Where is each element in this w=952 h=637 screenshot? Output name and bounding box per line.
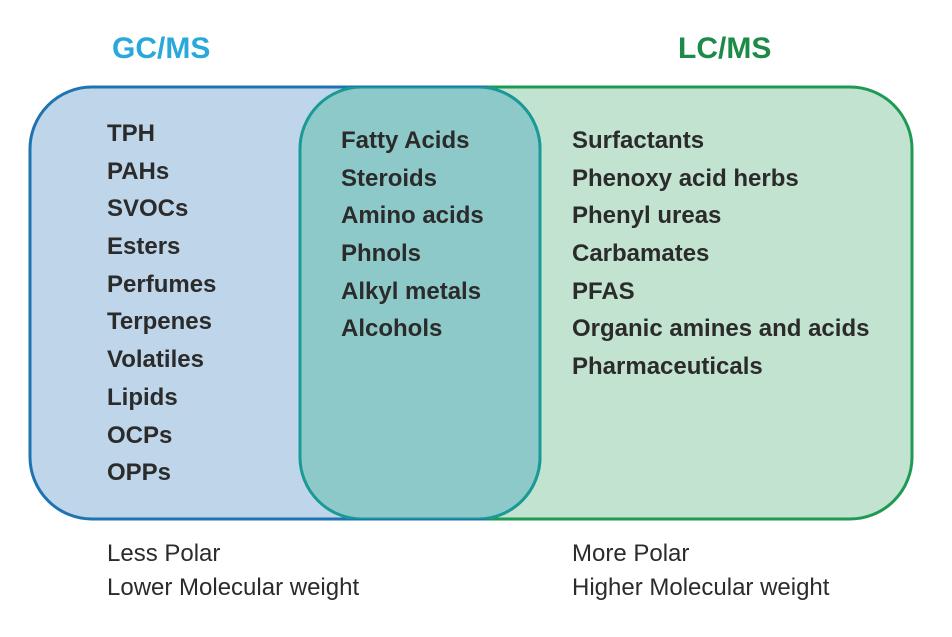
list-item: SVOCs [107,195,189,223]
list-item: Phnols [341,240,422,268]
lcms-title: LC/MS [678,32,772,65]
polarity-label: Less Polar [107,540,221,567]
gcms-only-list: TPH PAHs SVOCs Esters Perfumes Terpenes … [107,115,216,492]
list-item: Pharmaceuticals [572,353,763,381]
molecular-weight-label: Higher Molecular weight [572,574,830,601]
list-item: Alcohols [341,315,443,343]
list-item: Organic amines and acids [572,315,870,343]
lcms-footer: More Polar Higher Molecular weight [572,537,829,605]
list-item: Perfumes [107,270,217,298]
list-item: Steroids [341,164,438,192]
polarity-label: More Polar [572,540,690,567]
molecular-weight-label: Lower Molecular weight [107,574,360,601]
list-item: OCPs [107,421,173,449]
lcms-only-list: Surfactants Phenoxy acid herbs Phenyl ur… [572,122,869,386]
list-item: Phenyl ureas [572,202,722,230]
list-item: Lipids [107,383,178,411]
list-item: PAHs [107,157,170,185]
list-item: Carbamates [572,240,710,268]
shared-list: Fatty Acids Steroids Amino acids Phnols … [341,122,484,348]
list-item: OPPs [107,459,172,487]
list-item: Alkyl metals [341,277,482,305]
list-item: Fatty Acids [341,127,470,154]
overlap-region [300,87,540,519]
list-item: Volatiles [107,346,204,374]
list-item: PFAS [572,277,635,305]
list-item: TPH [107,120,155,147]
list-item: Amino acids [341,202,484,230]
overlap-outline-gc [300,87,542,519]
overlap-outline-lc [298,87,540,519]
list-item: Phenoxy acid herbs [572,164,799,192]
list-item: Esters [107,233,181,261]
gcms-title: GC/MS [112,32,211,65]
list-item: Surfactants [572,127,705,154]
list-item: Terpenes [107,308,212,336]
gcms-footer: Less Polar Lower Molecular weight [107,537,359,605]
